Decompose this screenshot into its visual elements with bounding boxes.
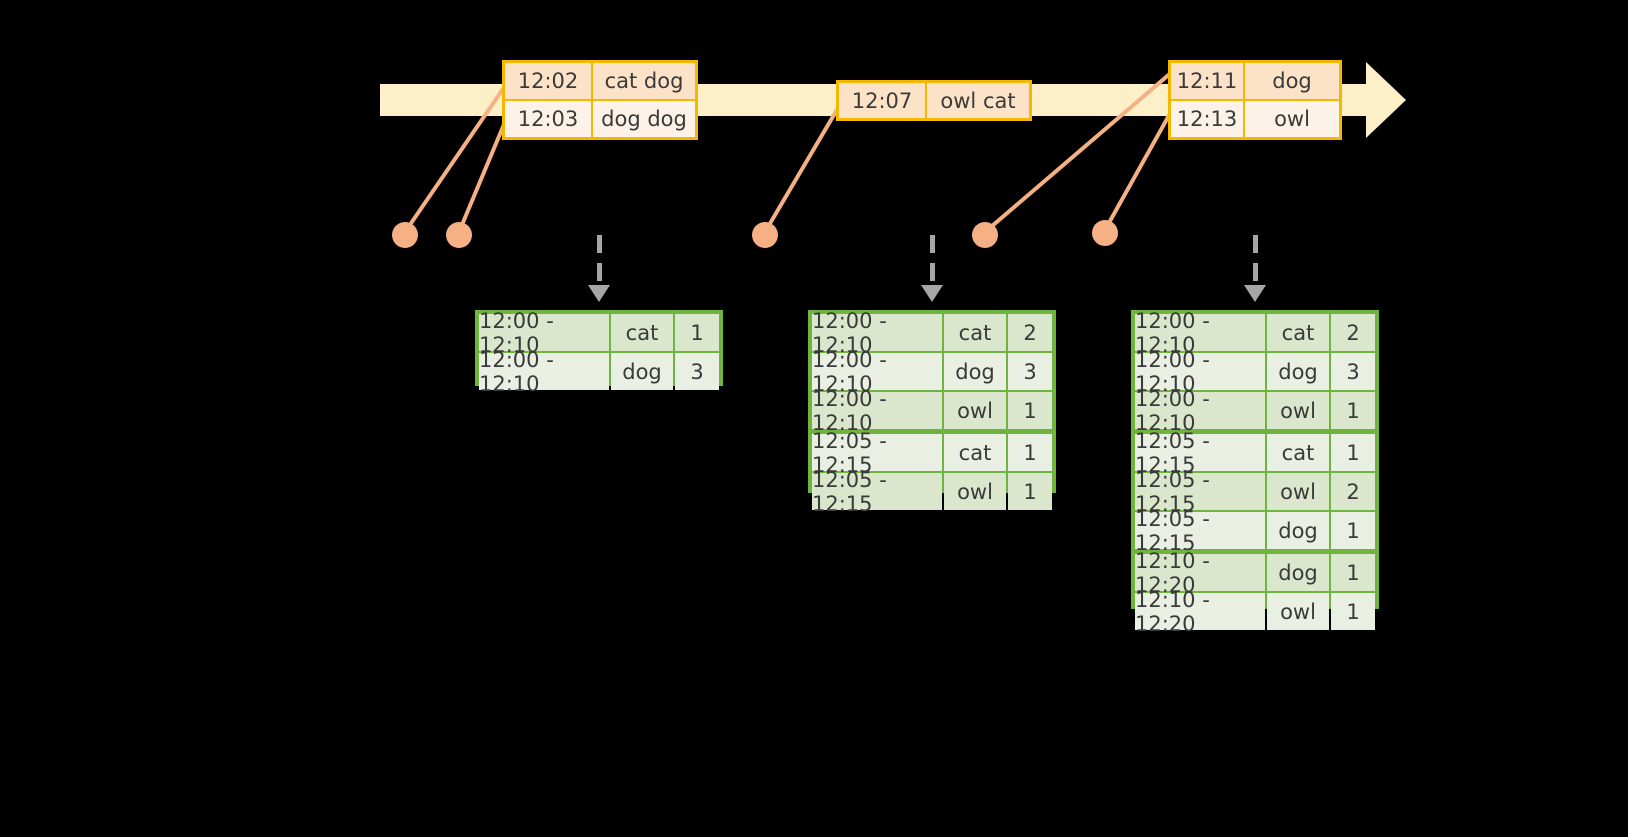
table-cell-word: dog — [944, 353, 1006, 390]
event-row: 12:11 dog — [1171, 63, 1339, 99]
table-cell-word: cat — [944, 434, 1006, 471]
table-cell-count: 1 — [1008, 473, 1052, 510]
table-cell-word: owl — [1267, 392, 1329, 429]
table-cell-window: 12:00 - 12:10 — [1135, 348, 1265, 396]
timeline-arrow-icon — [1366, 62, 1406, 138]
table-cell-count: 1 — [1008, 392, 1052, 429]
table-cell-window: 12:00 - 12:10 — [479, 348, 609, 396]
event-dot-1 — [392, 222, 418, 248]
table-cell-word: dog — [1267, 554, 1329, 591]
table-cell-word: owl — [944, 473, 1006, 510]
table-cell-word: cat — [1267, 314, 1329, 351]
table-cell-window: 12:00 - 12:10 — [812, 387, 942, 435]
table-cell-word: owl — [1267, 593, 1329, 630]
table-cell-word: owl — [1267, 473, 1329, 510]
event-dot-2 — [446, 222, 472, 248]
table-cell-window: 12:10 - 12:20 — [1135, 588, 1265, 636]
table-cell-count: 1 — [675, 314, 719, 351]
table-cell-count: 3 — [1331, 353, 1375, 390]
event-box-1[interactable]: 12:02 cat dog 12:03 dog dog — [502, 60, 698, 140]
table-cell-window: 12:00 - 12:10 — [812, 348, 942, 396]
table-cell-word: owl — [944, 392, 1006, 429]
event-dot-3 — [752, 222, 778, 248]
table-cell-window: 12:05 - 12:15 — [1135, 468, 1265, 516]
event-box-3[interactable]: 12:11 dog 12:13 owl — [1168, 60, 1342, 140]
table-cell-count: 1 — [1331, 434, 1375, 471]
table-cell-count: 3 — [1008, 353, 1052, 390]
event-row: 12:07 owl cat — [839, 83, 1029, 118]
table-cell-word: dog — [1267, 353, 1329, 390]
table-cell-word: cat — [944, 314, 1006, 351]
event-dot-4 — [972, 222, 998, 248]
event-value: dog dog — [593, 101, 695, 137]
event-value: owl cat — [927, 83, 1029, 118]
table-cell-window: 12:10 - 12:20 — [1135, 549, 1265, 597]
table-cell-window: 12:00 - 12:10 — [812, 309, 942, 357]
event-time: 12:11 — [1171, 63, 1245, 99]
table-cell-window: 12:05 - 12:15 — [812, 429, 942, 477]
event-dot-5 — [1092, 220, 1118, 246]
table-cell-word: cat — [1267, 434, 1329, 471]
table-cell-window: 12:00 - 12:10 — [479, 309, 609, 357]
event-time: 12:07 — [839, 83, 927, 118]
event-time: 12:02 — [505, 63, 593, 99]
event-row: 12:02 cat dog — [505, 63, 695, 99]
event-value: dog — [1245, 63, 1339, 99]
event-row: 12:13 owl — [1171, 99, 1339, 137]
table-cell-word: dog — [611, 353, 673, 390]
table-cell-word: cat — [611, 314, 673, 351]
table-cell-count: 1 — [1008, 434, 1052, 471]
table-cell-window: 12:00 - 12:10 — [1135, 309, 1265, 357]
event-value: cat dog — [593, 63, 695, 99]
table-cell-count: 1 — [1331, 392, 1375, 429]
table-cell-count: 2 — [1008, 314, 1052, 351]
table-cell-window: 12:00 - 12:10 — [1135, 387, 1265, 435]
table-cell-count: 2 — [1331, 314, 1375, 351]
table-cell-word: dog — [1267, 512, 1329, 549]
event-time: 12:03 — [505, 101, 593, 137]
event-time: 12:13 — [1171, 101, 1245, 137]
table-cell-count: 2 — [1331, 473, 1375, 510]
table-cell-window: 12:05 - 12:15 — [1135, 507, 1265, 555]
table-cell-count: 3 — [675, 353, 719, 390]
table-cell-count: 1 — [1331, 512, 1375, 549]
table-cell-window: 12:05 - 12:15 — [812, 468, 942, 516]
table-cell-count: 1 — [1331, 554, 1375, 591]
event-box-2[interactable]: 12:07 owl cat — [836, 80, 1032, 121]
event-row: 12:03 dog dog — [505, 99, 695, 137]
event-value: owl — [1245, 101, 1339, 137]
table-cell-window: 12:05 - 12:15 — [1135, 429, 1265, 477]
table-cell-count: 1 — [1331, 593, 1375, 630]
